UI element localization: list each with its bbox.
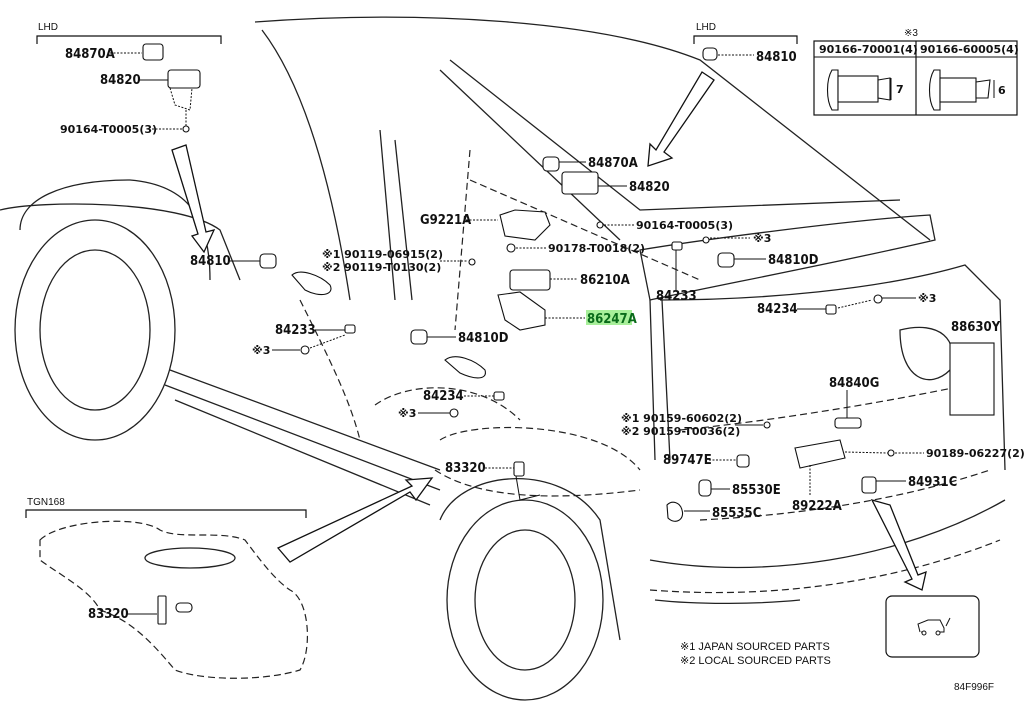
part-label-90164-mid[interactable]: 90164-T0005(3) [636,219,733,232]
part-label-83320-tank[interactable]: 83320 [88,607,129,622]
connector-icon [736,454,750,468]
marker-3: ※3 [753,232,771,245]
inset-box [885,595,980,658]
marker-3: ※3 [398,407,416,420]
fastener-table-marker: ※3 [904,28,918,39]
highlight-background [586,310,632,325]
fastener-icon [300,345,310,355]
cover-part-icon [499,209,551,241]
clip-fastener-icon [928,69,995,111]
direction-arrow [870,498,927,591]
part-label-84234-right[interactable]: 84234 [757,302,798,317]
lhd-group-left: LHD 84870A 84820 90164-T0005(3) [36,22,222,254]
group-label-lhd-left: LHD [38,22,58,33]
fastener-dimension-1: 7 [896,83,904,96]
part-label-90189[interactable]: 90189-06227(2) [926,447,1024,460]
fastener-part-2[interactable]: 90166-60005(4) [920,43,1019,56]
part-label-89222A[interactable]: 89222A [792,499,842,514]
note-local-sourced: ※2 LOCAL SOURCED PARTS [680,655,831,667]
fastener-part-1[interactable]: 90166-70001(4) [819,43,918,56]
tgn168-group: TGN168 83320 [25,497,309,679]
screw-icon [182,125,190,133]
right-side-parts: 84234 ※3 88630Y 84840G ※1 90159-60602(2)… [621,292,1024,591]
part-label-90119-1[interactable]: ※1 90119-06915(2) [322,248,443,261]
marker-3: ※3 [918,292,936,305]
lamp-part-icon [444,356,486,379]
nut-icon [506,243,516,253]
part-label-89747E[interactable]: 89747E [663,453,712,468]
switch-part-icon [861,476,877,494]
vehicle-body-outline [0,16,1006,701]
part-label-86247A-highlighted[interactable]: 86247A [587,312,637,327]
clip-icon [493,391,505,401]
switch-part-icon [259,253,277,269]
clip-icon [344,324,356,334]
bracket-part-icon [497,291,546,331]
diagram-code: 84F996F [954,682,994,693]
fastener-icon [873,294,883,304]
rear-hatch-open-icon [917,617,951,636]
switch-assembly-icon [167,69,201,89]
fastener-dimension-2: 6 [998,84,1006,97]
part-label-84820-mid[interactable]: 84820 [629,180,670,195]
direction-arrow [171,144,216,254]
bolt-icon [468,258,476,266]
fastener-table: ※3 90166-70001(4) 90166-60005(4) 7 6 [813,28,1019,116]
sender-gauge-icon [157,595,167,625]
handle-part-icon [834,417,862,429]
direction-arrow [647,71,715,167]
control-module-icon [794,439,846,469]
switch-part-icon [702,47,718,61]
socket-icon [666,501,684,522]
clip-fastener-icon [826,69,892,111]
part-label-84810-left[interactable]: 84810 [190,254,231,269]
group-bracket [36,35,222,44]
switch-part-icon [717,252,735,268]
part-label-90164[interactable]: 90164-T0005(3) [60,123,157,136]
part-label-84840G[interactable]: 84840G [829,376,879,391]
part-label-84810D-right[interactable]: 84810D [768,253,819,268]
clip-icon [825,304,837,315]
group-label-lhd-right: LHD [696,22,716,33]
center-parts: 84870A 84820 G9221A 90164-T0005(3) ※1 90… [322,156,819,331]
part-label-84820[interactable]: 84820 [100,73,141,88]
fastener-icon [449,408,459,418]
lamp-part-icon [291,271,332,296]
part-label-90159-2[interactable]: ※2 90159-T0036(2) [621,425,740,438]
note-japan-sourced: ※1 JAPAN SOURCED PARTS [680,641,830,653]
fuel-tank-outline [39,520,309,679]
module-part-icon [509,269,551,291]
part-label-84234-left[interactable]: 84234 [423,389,464,404]
part-label-84810D-mid[interactable]: 84810D [458,331,509,346]
part-label-84870A-mid[interactable]: 84870A [588,156,638,171]
lhd-group-right: LHD 84810 [647,22,798,167]
tank-area: 83320 [276,461,541,563]
part-label-85535C[interactable]: 85535C [712,506,761,521]
switch-part-icon [142,43,164,61]
left-side-parts: 84810 84233 ※3 84810D 84234 ※3 [190,253,509,420]
part-label-85530E[interactable]: 85530E [732,483,781,498]
switch-assembly-icon [561,171,599,195]
part-label-90178[interactable]: 90178-T0018(2) [548,242,645,255]
notes: ※1 JAPAN SOURCED PARTS ※2 LOCAL SOURCED … [680,641,831,667]
marker-3: ※3 [252,344,270,357]
part-label-90159-1[interactable]: ※1 90159-60602(2) [621,412,742,425]
direction-arrow [276,477,434,563]
part-label-84931C[interactable]: 84931C [908,475,957,490]
part-label-86210A[interactable]: 86210A [580,273,630,288]
part-label-84233-right[interactable]: 84233 [656,289,697,304]
part-label-90119-2[interactable]: ※2 90119-T0130(2) [322,261,441,274]
switch-part-icon [542,156,560,172]
sender-gauge-icon [513,461,525,477]
part-label-84810[interactable]: 84810 [756,50,797,65]
switch-part-icon [410,329,428,345]
part-label-84870A[interactable]: 84870A [65,47,115,62]
bulb-icon [698,479,712,497]
part-label-G9221A[interactable]: G9221A [420,213,471,228]
part-label-84233-left[interactable]: 84233 [275,323,316,338]
group-label-tgn168: TGN168 [27,497,65,508]
part-label-88630Y[interactable]: 88630Y [951,320,1001,335]
part-label-83320-mid[interactable]: 83320 [445,461,486,476]
